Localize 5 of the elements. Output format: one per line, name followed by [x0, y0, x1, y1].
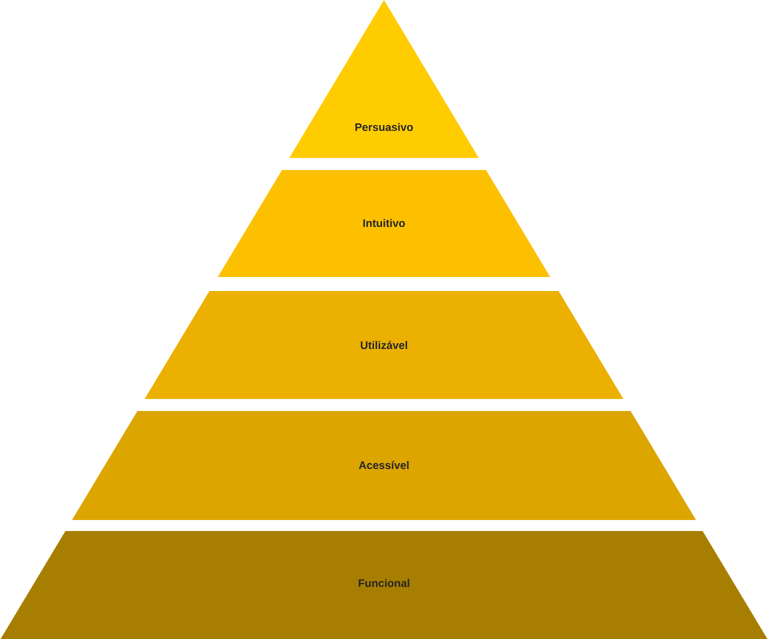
- pyramid-level: Intuitivo: [218, 170, 550, 277]
- pyramid-level: Funcional: [0, 530, 768, 639]
- pyramid-level: Persuasivo: [289, 0, 479, 158]
- pyramid-level: Acessível: [72, 410, 696, 520]
- pyramid-level: Utilizável: [144, 291, 624, 399]
